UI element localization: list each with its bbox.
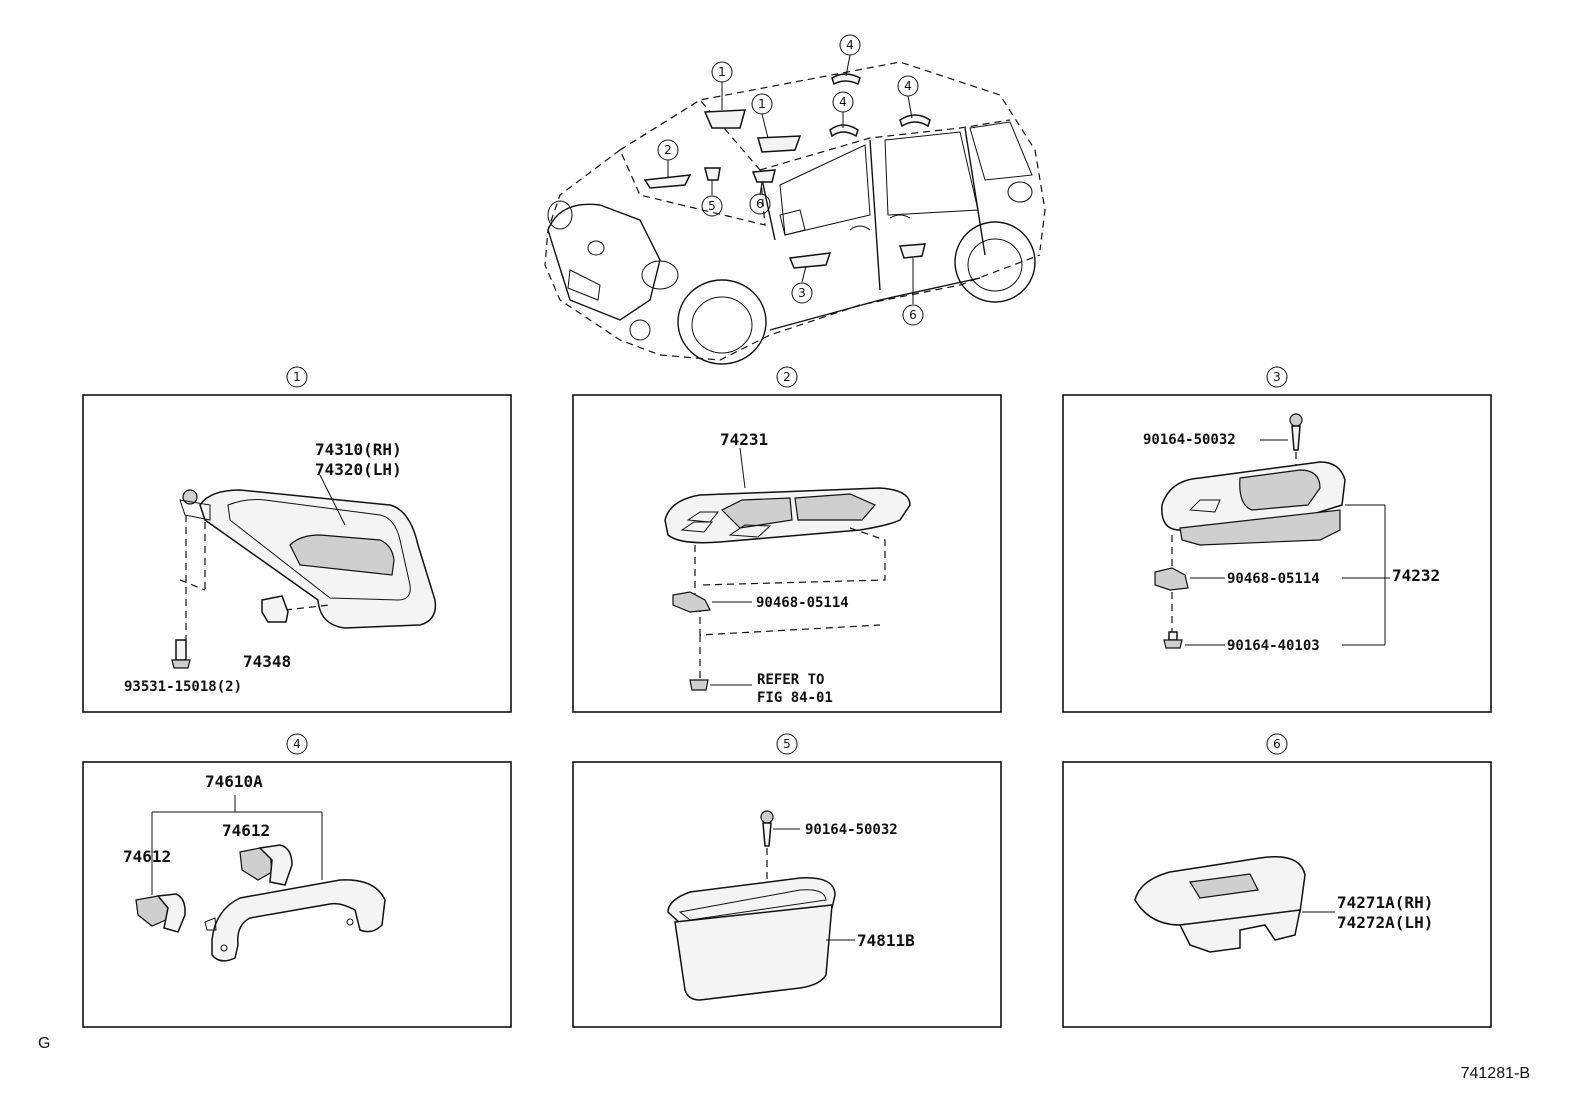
svg-text:1: 1 <box>758 97 766 111</box>
screw <box>689 679 709 691</box>
panel-2: 2 74231 90468-05114 REFER TO FIG 84-01 <box>572 366 1002 713</box>
svg-text:4: 4 <box>839 95 847 109</box>
vehicle-callouts: 1 1 2 5 6 4 4 4 3 6 <box>657 34 924 326</box>
panel-1: 1 74310(RH) 74320(LH) 74348 93531-15018(… <box>82 366 512 713</box>
label-74610a: 74610A <box>205 772 263 791</box>
svg-text:5: 5 <box>783 737 791 751</box>
figure-code: 741281-B <box>1461 1065 1530 1082</box>
label-74231: 74231 <box>720 430 768 449</box>
callout-4a: 4 <box>839 34 861 56</box>
label-74272a-lh: 74272A(LH) <box>1337 913 1433 932</box>
svg-text:4: 4 <box>904 79 912 93</box>
svg-text:2: 2 <box>783 370 791 384</box>
label-74310-rh: 74310(RH) <box>315 440 402 459</box>
callout-6b: 6 <box>902 304 924 326</box>
label-74612-right: 74612 <box>222 821 270 840</box>
label-90164-40103: 90164-40103 <box>1227 638 1320 654</box>
svg-text:3: 3 <box>798 286 806 300</box>
svg-text:4: 4 <box>846 38 854 52</box>
label-90164-50032: 90164-50032 <box>1143 432 1236 448</box>
panel-3: 3 90164-50032 90468-05114 90164-40103 74… <box>1062 366 1492 713</box>
callout-2: 2 <box>657 139 679 161</box>
label-90164-50032: 90164-50032 <box>805 822 898 838</box>
label-93531-15018: 93531-15018(2) <box>124 679 242 695</box>
vanity-mirror <box>289 534 395 576</box>
screw <box>1163 639 1183 649</box>
screw <box>175 639 187 661</box>
label-90468-05114: 90468-05114 <box>1227 571 1320 587</box>
svg-text:1: 1 <box>293 370 301 384</box>
pocket <box>667 877 836 926</box>
svg-text:1: 1 <box>718 65 726 79</box>
label-refer-to: REFER TO <box>757 672 824 688</box>
svg-text:6: 6 <box>909 308 917 322</box>
label-74348: 74348 <box>243 652 291 671</box>
vehicle-overview <box>544 54 1046 365</box>
assist-grip <box>211 879 386 962</box>
svg-text:2: 2 <box>664 143 672 157</box>
clip <box>672 591 711 613</box>
label-74271a-rh: 74271A(RH) <box>1337 893 1433 912</box>
label-74612-left: 74612 <box>123 847 171 866</box>
label-90468-05114: 90468-05114 <box>756 595 849 611</box>
clip <box>1154 567 1189 591</box>
callout-1b: 1 <box>751 93 773 115</box>
panel-5: 5 90164-50032 74811B <box>572 733 1002 1028</box>
svg-text:3: 3 <box>1273 370 1281 384</box>
screw <box>762 822 772 847</box>
label-74811b: 74811B <box>857 931 915 950</box>
label-74232: 74232 <box>1392 566 1440 585</box>
callout-6a: 6 <box>749 193 771 215</box>
panel-6: 6 74271A(RH) 74272A(LH) <box>1062 733 1492 1028</box>
label-fig-84-01: FIG 84-01 <box>757 690 833 706</box>
svg-text:6: 6 <box>756 197 764 211</box>
label-74320-lh: 74320(LH) <box>315 460 402 479</box>
svg-text:4: 4 <box>293 737 301 751</box>
svg-text:5: 5 <box>708 199 716 213</box>
visor-holder <box>261 595 289 623</box>
callout-5: 5 <box>701 195 723 217</box>
callout-4c: 4 <box>897 75 919 97</box>
callout-1a: 1 <box>711 61 733 83</box>
footer-left: G <box>38 1035 50 1052</box>
svg-text:6: 6 <box>1273 737 1281 751</box>
callout-3: 3 <box>791 282 813 304</box>
panel-4: 4 74610A 74612 74612 <box>82 733 512 1028</box>
screw <box>1291 425 1301 451</box>
callout-4b: 4 <box>832 91 854 113</box>
